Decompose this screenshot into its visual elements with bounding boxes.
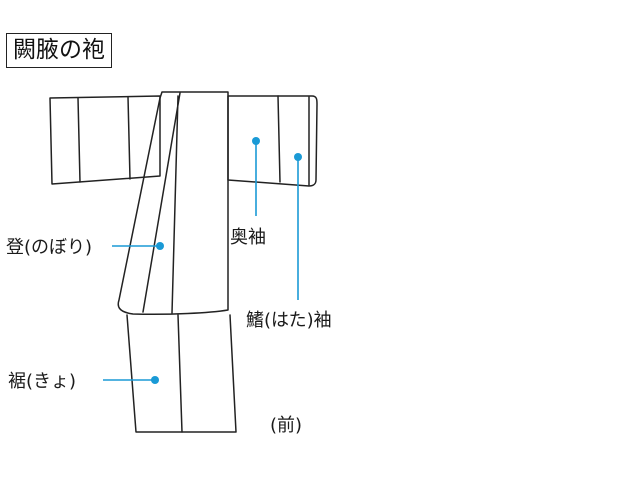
leader-okusode-dot [252,137,260,145]
left-sleeve-seam-2 [127,96,131,180]
leader-nobori-dot [156,242,164,250]
collar-line-1 [142,92,181,313]
kyo-train [126,314,237,433]
label-hatasode: 鰭(はた)袖 [246,310,332,331]
leader-lines [103,137,302,384]
left-sleeve [49,95,161,185]
page-title: 闕腋の袍 [6,33,112,68]
leader-kyo-dot [151,376,159,384]
label-kyo: 裾(きょ) [8,371,76,392]
label-okusode: 奥袖 [230,227,266,248]
leader-hatasode-dot [294,153,302,161]
kyo-center-seam [177,314,183,433]
right-sleeve [227,95,318,187]
label-nobori: 登(のぼり) [6,237,92,258]
label-front: (前) [270,415,302,436]
left-sleeve-seam-1 [77,97,81,183]
okusode-hatasode-seam [277,95,281,183]
nobori-panel [117,91,229,316]
collar-line-2 [171,95,179,314]
robe-outline [49,91,318,433]
